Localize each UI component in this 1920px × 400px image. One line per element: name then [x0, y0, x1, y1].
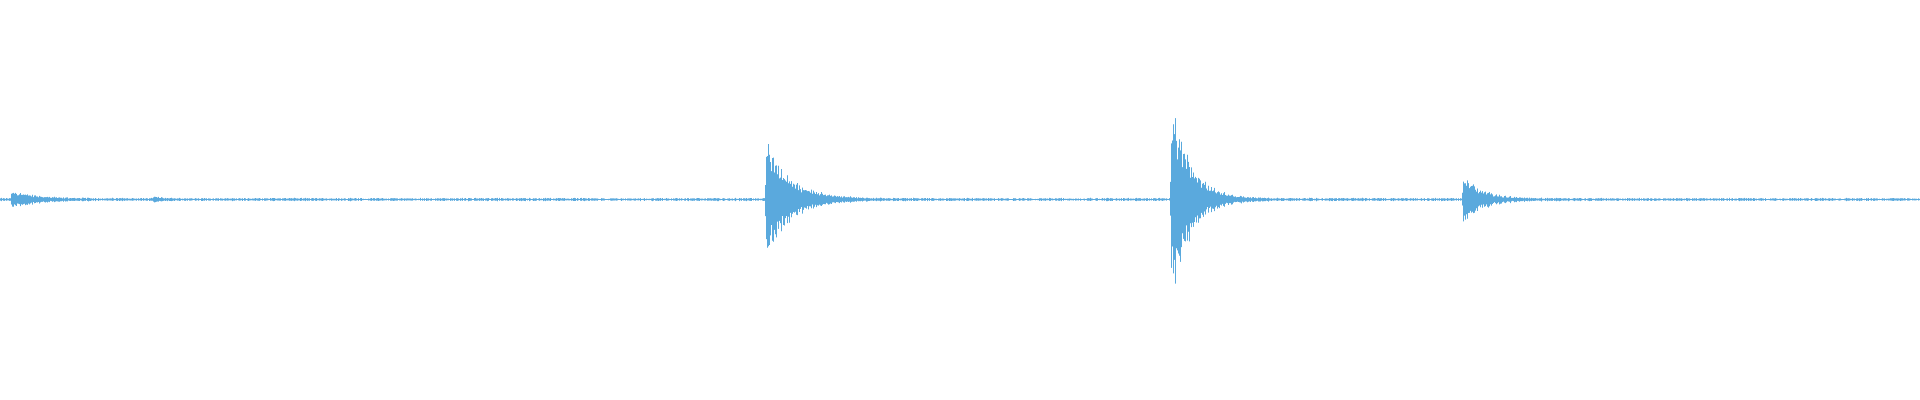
waveform-trace	[0, 118, 1920, 284]
waveform-path-group	[0, 118, 1920, 284]
